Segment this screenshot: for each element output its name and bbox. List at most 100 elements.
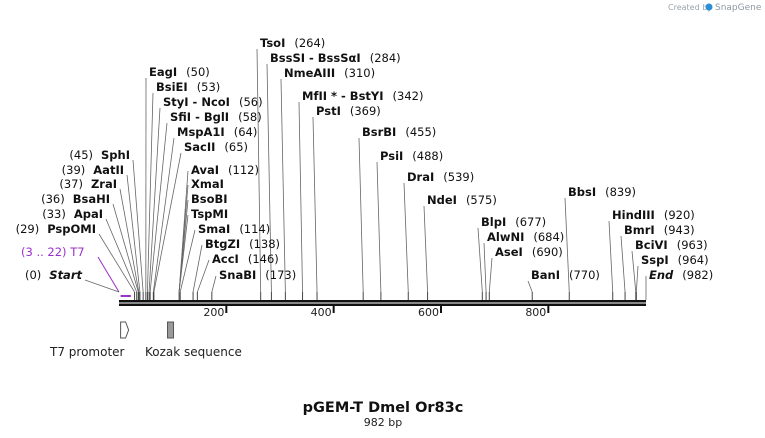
site-name: XmaI [191, 177, 224, 191]
site-name: SspI [641, 253, 669, 267]
site-position: (943) [664, 223, 695, 237]
site-leader [196, 259, 210, 293]
site-name: BsiEI [156, 80, 188, 94]
site-leader [148, 107, 161, 293]
site-position: (310) [344, 66, 375, 80]
site-position: (839) [605, 185, 636, 199]
site-label: BtgZI(138) [205, 237, 280, 251]
site-name: SacII [184, 140, 215, 154]
t7-feature-bar [120, 295, 131, 297]
site-name: BbsI [568, 185, 596, 199]
site-label: StyI - NcoI (56) [163, 95, 263, 109]
site-position: (138) [249, 237, 280, 251]
site-leader [211, 275, 217, 293]
site-name: ApaI [74, 207, 103, 221]
site-leader [403, 182, 409, 293]
site-position: (33) [42, 207, 66, 221]
site-name: AccI [212, 252, 239, 266]
site-label: BsrBI (455) [362, 125, 436, 139]
kozak-box [167, 321, 175, 339]
site-position: (964) [678, 253, 709, 267]
site-label: (29)PspOMI [16, 222, 96, 236]
site-label: AccI(146) [212, 252, 279, 266]
site-position: (56) [239, 95, 263, 109]
site-position: (39) [62, 163, 86, 177]
site-position: (0) [25, 268, 41, 282]
site-name: PstI [316, 104, 341, 118]
site-label: BbsI (839) [568, 185, 636, 199]
site-name: ZraI [91, 177, 117, 191]
site-name: AvaI [191, 163, 219, 177]
site-name: PsiI [380, 149, 403, 163]
site-position: (488) [412, 149, 443, 163]
site-name: DraI [407, 170, 434, 184]
site-label: (39)AatII [62, 163, 124, 177]
site-position: (50) [186, 65, 210, 79]
site-leader [178, 214, 189, 293]
site-position: (264) [294, 36, 325, 50]
site-label: MfII * - BstYI(342) [302, 89, 423, 103]
site-name: MspA1I [177, 125, 225, 139]
site-label: SnaBI(173) [219, 268, 296, 282]
site-leader [298, 101, 303, 293]
site-label: DraI(539) [407, 170, 474, 184]
site-label: TspMI [191, 207, 228, 221]
feature-label-t7-promoter: T7 promoter [49, 345, 125, 359]
site-leader [192, 244, 203, 293]
site-label: PstI(369) [316, 104, 381, 118]
site-name: AlwNI [487, 230, 524, 244]
site-label: NmeAIII (310) [284, 66, 375, 80]
site-leader [266, 63, 272, 293]
site-position: (684) [533, 230, 564, 244]
site-label: SfiI - BglI (58) [170, 110, 262, 124]
site-leader [423, 205, 428, 293]
site-position: (575) [466, 193, 497, 207]
site-leader [105, 218, 138, 293]
backbone-top-strand [119, 300, 646, 303]
site-name: AseI [495, 245, 523, 259]
site-position: (284) [370, 51, 401, 65]
site-position: (58) [238, 110, 262, 124]
site-leader [477, 227, 483, 293]
site-label: BssSI - BssSαI(284) [270, 51, 401, 65]
site-leader [483, 242, 487, 293]
site-position: (173) [265, 268, 296, 282]
axis-tick-label: 200 [203, 306, 224, 319]
site-name: SphI [101, 148, 130, 162]
site-position: (455) [405, 125, 436, 139]
axis-tick-label: 800 [525, 306, 546, 319]
site-name: BsrBI [362, 125, 396, 139]
site-leader [112, 203, 139, 293]
site-label: (36)BsaHI [41, 192, 110, 206]
site-label: (0) Start [25, 268, 83, 282]
site-label: End(982) [649, 268, 713, 282]
site-leader [119, 188, 140, 293]
site-leader [488, 257, 493, 293]
site-name: BmrI [624, 223, 655, 237]
site-name: Start [49, 268, 82, 282]
site-leader [153, 152, 182, 293]
site-leader [564, 197, 570, 293]
site-label: AseI(690) [495, 245, 563, 259]
site-position: (36) [41, 192, 65, 206]
site-label: BsoBI [191, 192, 228, 206]
site-leader [527, 280, 533, 293]
site-name: NmeAIII [284, 66, 335, 80]
site-name: BanI [531, 268, 560, 282]
site-name: TsoI [260, 36, 285, 50]
credit-text: Created by [668, 3, 712, 12]
site-name: SfiI - BglI [170, 110, 229, 124]
site-position: (963) [677, 238, 708, 252]
site-position: (45) [69, 148, 93, 162]
site-leader [280, 78, 286, 293]
site-leader [608, 220, 614, 293]
site-label: HindIII(920) [612, 208, 695, 222]
site-name: StyI - NcoI [163, 95, 230, 109]
site-position: (65) [224, 140, 248, 154]
map-length: 982 bp [364, 416, 402, 429]
site-leader [635, 265, 639, 293]
site-position: (112) [228, 163, 259, 177]
site-label: EagI(50) [149, 65, 210, 79]
site-name: BsoBI [191, 192, 228, 206]
